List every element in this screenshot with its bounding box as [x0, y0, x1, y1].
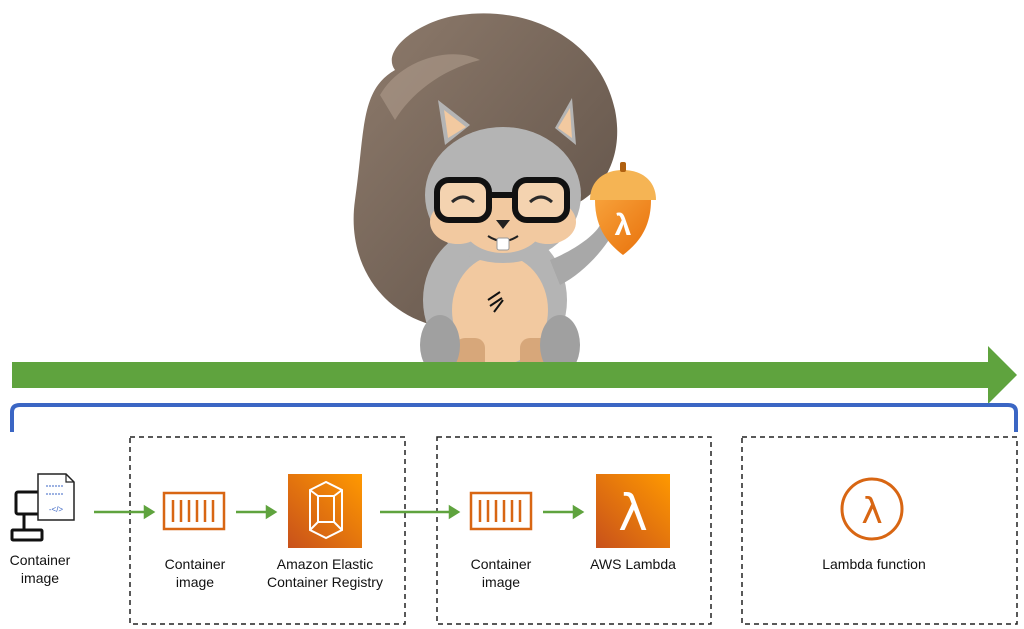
stage-ecr-box — [129, 436, 406, 625]
node-label-ecr-container-image: Container image — [164, 556, 226, 590]
flow-arrow — [12, 346, 1017, 404]
computer-icon: -</> — [10, 473, 75, 542]
stage-function-box — [741, 436, 1018, 625]
squirrel-mascot-icon: λ — [353, 13, 656, 380]
node-label-ecr: Amazon Elastic Container Registry — [267, 556, 383, 590]
squirrel-belly — [452, 255, 548, 365]
pipeline-bracket — [10, 403, 1018, 432]
container-icon-2 — [469, 491, 533, 531]
svg-text:λ: λ — [861, 491, 882, 532]
node-label-local-container-image: Container image — [9, 552, 71, 586]
svg-text:λ: λ — [618, 484, 648, 542]
container-icon-1 — [162, 491, 226, 531]
node-label-aws-lambda: AWS Lambda — [590, 556, 676, 572]
squirrel-glasses — [434, 177, 570, 223]
code-document-icon: -</> — [37, 473, 75, 521]
lambda-acorn-icon: λ — [590, 162, 656, 255]
ecr-icon — [288, 474, 362, 548]
node-label-lambda-function: Lambda function — [822, 556, 926, 572]
stage-lambda-box — [436, 436, 712, 625]
aws-lambda-icon: λ — [596, 474, 670, 548]
lambda-function-icon: λ — [840, 477, 904, 541]
flow-arrows-small — [94, 504, 585, 520]
node-label-lambda-container-image: Container image — [470, 556, 532, 590]
svg-text:-</>: -</> — [49, 505, 64, 514]
svg-text:λ: λ — [615, 209, 632, 242]
